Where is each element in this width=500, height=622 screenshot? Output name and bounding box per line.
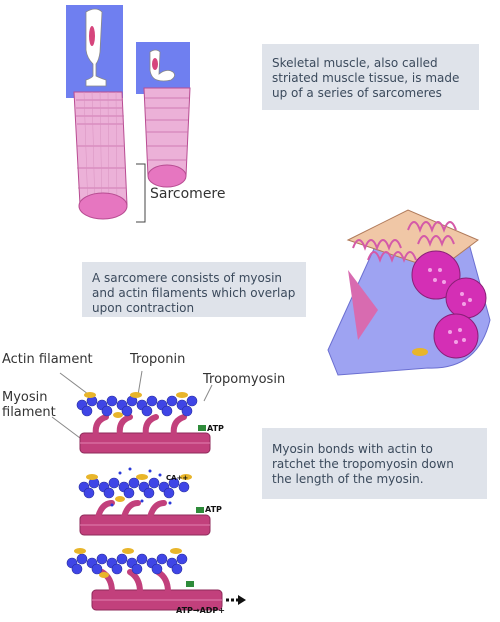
sarcomere-label: Sarcomere bbox=[150, 186, 226, 202]
tropomyosin-label: Tropomyosin bbox=[203, 372, 286, 387]
muscle-fiber-illustration bbox=[66, 5, 191, 223]
filament-panel-relaxed bbox=[76, 392, 211, 454]
myosin-filament-label-line2: filament bbox=[2, 405, 56, 420]
atp-adp-label: ATP→ADP+ bbox=[176, 606, 225, 615]
atp-label-2: ATP bbox=[205, 505, 222, 514]
muscle-cross-section-illustration bbox=[327, 209, 491, 376]
filament-panel-calcium bbox=[78, 467, 211, 536]
filament-panel-contraction bbox=[66, 548, 246, 611]
troponin-label: Troponin bbox=[130, 352, 186, 367]
atp-label-1: ATP bbox=[207, 424, 224, 433]
calcium-label: CA++ bbox=[166, 474, 189, 482]
skeletal-muscle-note: Skeletal muscle, also called striated mu… bbox=[262, 44, 479, 110]
actin-filament-label: Actin filament bbox=[2, 352, 93, 367]
myosin-note: Myosin bonds with actin to ratchet the t… bbox=[262, 428, 487, 499]
sarcomere-note: A sarcomere consists of myosin and actin… bbox=[82, 262, 306, 317]
myosin-filament-label-line1: Myosin bbox=[2, 390, 48, 405]
filament-diagram bbox=[51, 370, 246, 611]
